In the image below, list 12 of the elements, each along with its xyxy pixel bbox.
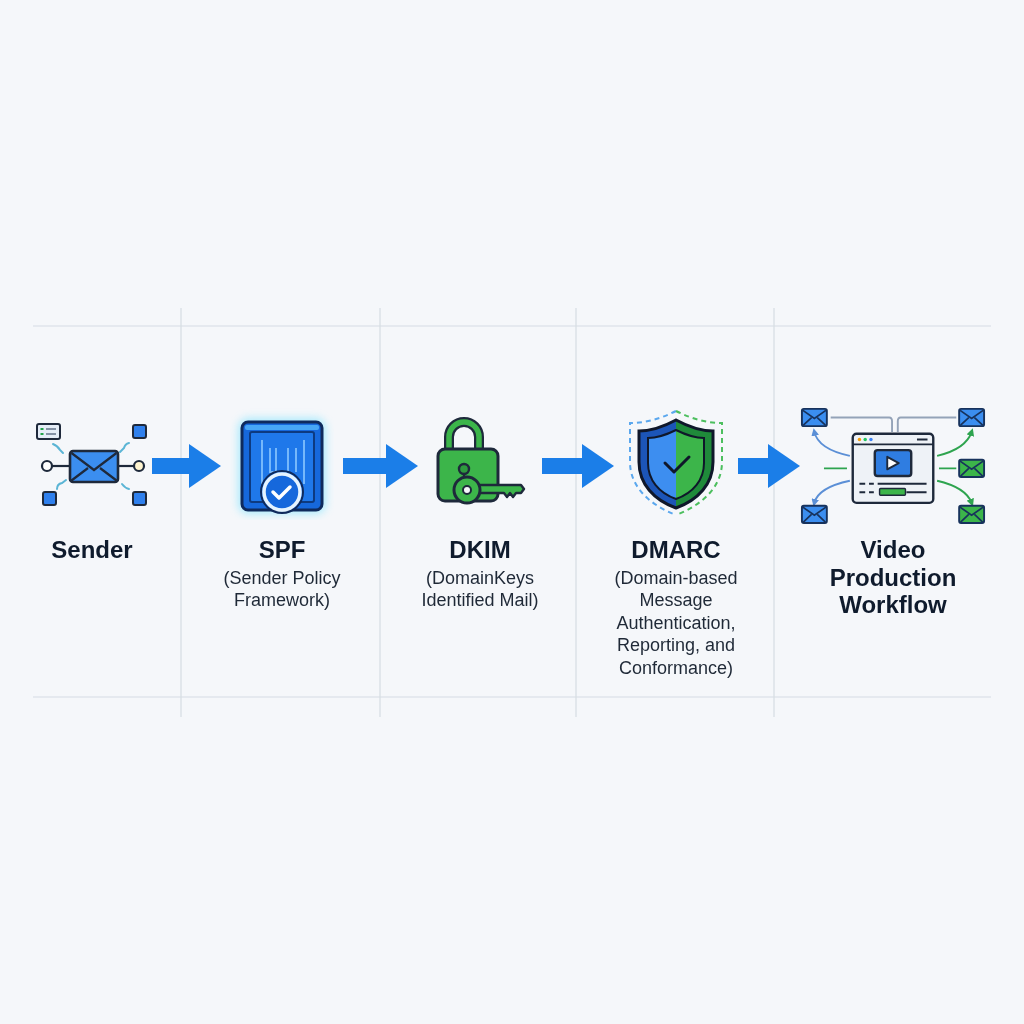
step-title: Video Production Workflow <box>828 536 958 619</box>
step-title: DMARC <box>631 536 721 564</box>
arrow <box>738 444 800 488</box>
step-description: (DomainKeys Identified Mail) <box>420 566 540 612</box>
step-title: DKIM <box>449 536 511 564</box>
arrow <box>542 444 614 488</box>
step-title: SPF <box>258 536 306 564</box>
step-title: Sender <box>51 536 133 564</box>
arrow <box>343 444 418 488</box>
step-description: (Sender Policy Framework) <box>222 566 342 612</box>
step-description: (Domain-based Message Authentication, Reporting, and Conformance) <box>614 566 738 679</box>
arrow <box>152 444 221 488</box>
